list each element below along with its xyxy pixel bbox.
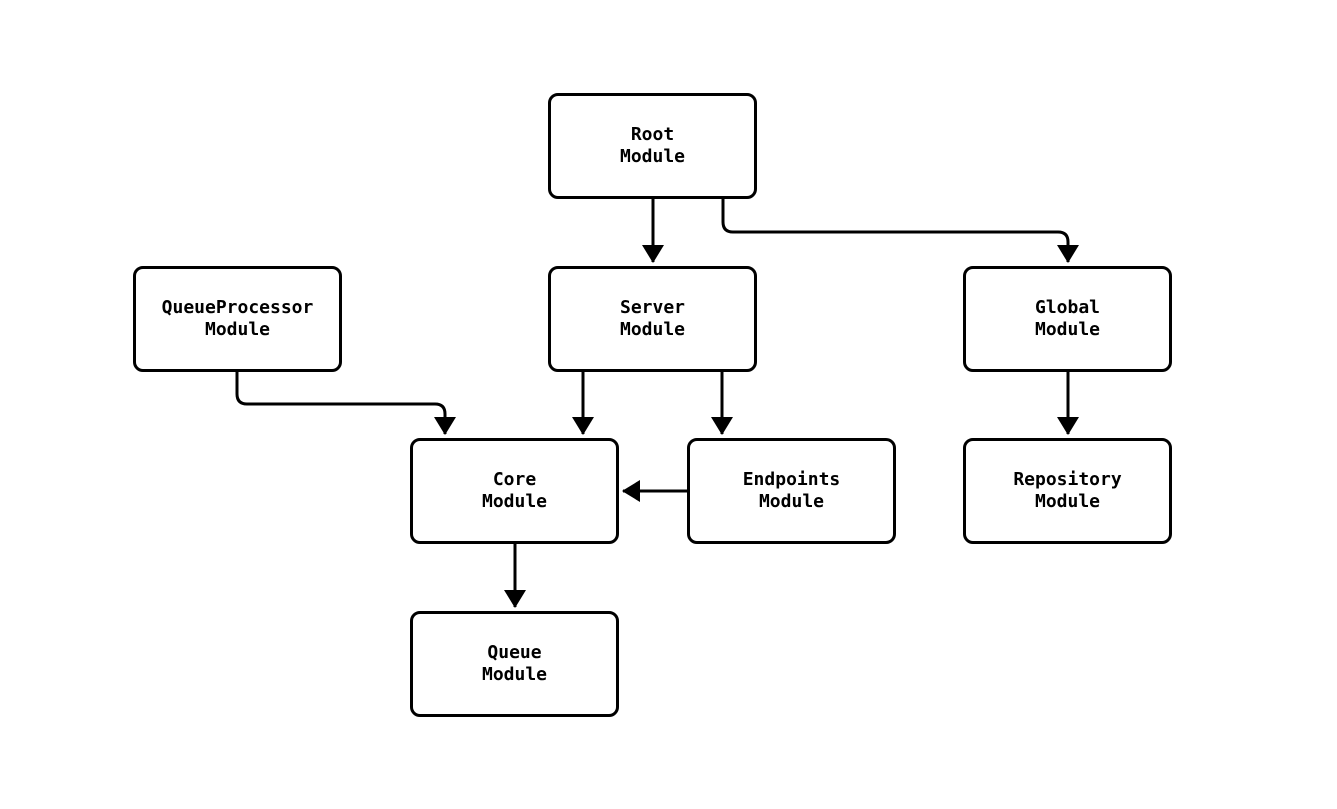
node-global-module: Global Module	[963, 266, 1172, 372]
node-root-module: Root Module	[548, 93, 757, 199]
node-server-module: Server Module	[548, 266, 757, 372]
node-queueprocessor-module-label: QueueProcessor Module	[161, 297, 314, 340]
edge-root-to-global	[721, 198, 1079, 263]
node-repository-module-label: Repository Module	[1013, 469, 1122, 512]
node-repository-module: Repository Module	[963, 438, 1172, 544]
node-endpoints-module: Endpoints Module	[687, 438, 896, 544]
edge-queueprocessor-to-core	[235, 372, 456, 435]
node-global-module-label: Global Module	[1034, 297, 1101, 340]
node-core-module: Core Module	[410, 438, 619, 544]
node-queueprocessor-module: QueueProcessor Module	[133, 266, 342, 372]
node-core-module-label: Core Module	[481, 469, 548, 512]
node-root-module-label: Root Module	[619, 124, 686, 167]
node-queue-module: Queue Module	[410, 611, 619, 717]
node-server-module-label: Server Module	[619, 297, 686, 340]
node-queue-module-label: Queue Module	[481, 642, 548, 685]
node-endpoints-module-label: Endpoints Module	[742, 469, 841, 512]
